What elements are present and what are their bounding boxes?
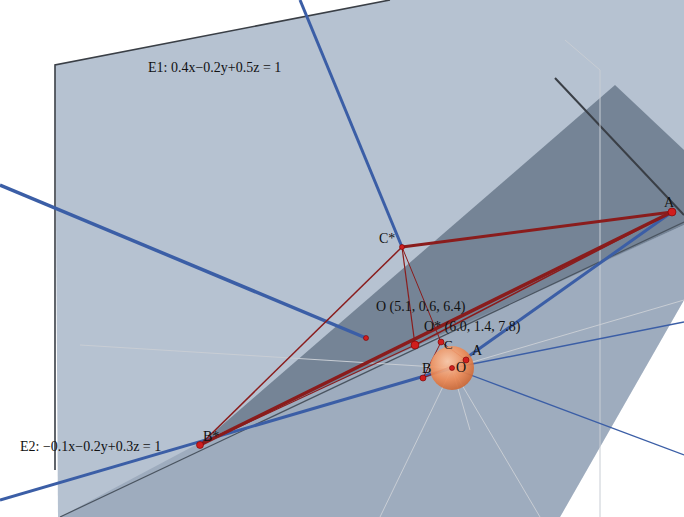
frame-lines — [80, 40, 684, 517]
triangle-lines — [200, 212, 672, 445]
point-label: A — [472, 344, 482, 358]
points — [197, 208, 677, 449]
point-label: A — [664, 196, 674, 210]
point-label: B — [422, 362, 431, 376]
plane-equation: E2: −0.1x−0.2y+0.3z = 1 — [20, 440, 161, 454]
point-label: O — [456, 361, 466, 375]
plane-edge — [60, 222, 684, 517]
point-label: C* — [379, 232, 395, 246]
point-coordinates: O* (6.0, 1.4, 7.8) — [424, 320, 520, 334]
point-label: B* — [203, 430, 219, 444]
plane-edge — [555, 78, 684, 215]
ray-lines — [0, 0, 684, 500]
sphere — [430, 346, 474, 390]
point-coordinates: O (5.1, 0.6, 6.4) — [376, 300, 465, 314]
plane-equation: E1: 0.4x−0.2y+0.5z = 1 — [148, 61, 281, 75]
point-label: C — [444, 338, 453, 351]
